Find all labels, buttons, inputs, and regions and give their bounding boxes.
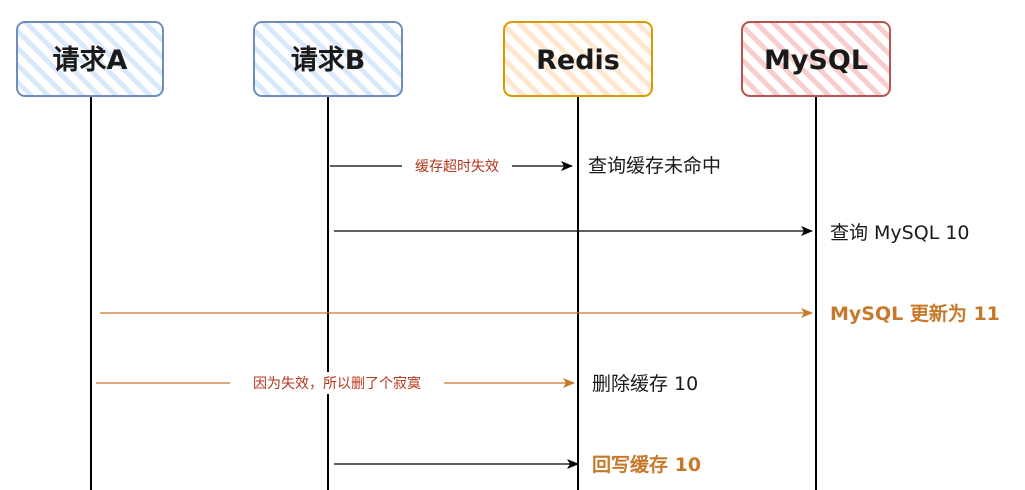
actor-request-a: 请求A (16, 21, 164, 97)
actor-box (741, 21, 891, 97)
actor-mysql: MySQL (741, 21, 891, 97)
actor-box (503, 21, 653, 97)
actor-label: MySQL (764, 45, 868, 76)
message-label: 因为失效，所以删了个寂寞 (253, 376, 421, 392)
actor-redis: Redis (503, 21, 653, 97)
note-delete-cache: 删除缓存 10 (592, 373, 698, 395)
actor-label: 请求A (53, 45, 128, 76)
note-cache-miss: 查询缓存未命中 (588, 155, 721, 177)
actor-label: Redis (536, 45, 620, 76)
note-write-back-cache: 回写缓存 10 (592, 453, 701, 476)
message-delete-cache: 因为失效，所以删了个寂寞 (96, 372, 575, 394)
message-label-bg (230, 372, 444, 394)
actor-box (16, 21, 164, 97)
actor-box (253, 21, 403, 97)
note-query-mysql: 查询 MySQL 10 (830, 222, 970, 244)
note-mysql-updated: MySQL 更新为 11 (830, 302, 1000, 325)
message-label: 缓存超时失效 (415, 159, 499, 175)
message-label-bg (402, 155, 512, 177)
actor-request-b: 请求B (253, 21, 403, 97)
actor-label: 请求B (291, 45, 366, 76)
message-cache-expired: 缓存超时失效 (330, 155, 573, 177)
